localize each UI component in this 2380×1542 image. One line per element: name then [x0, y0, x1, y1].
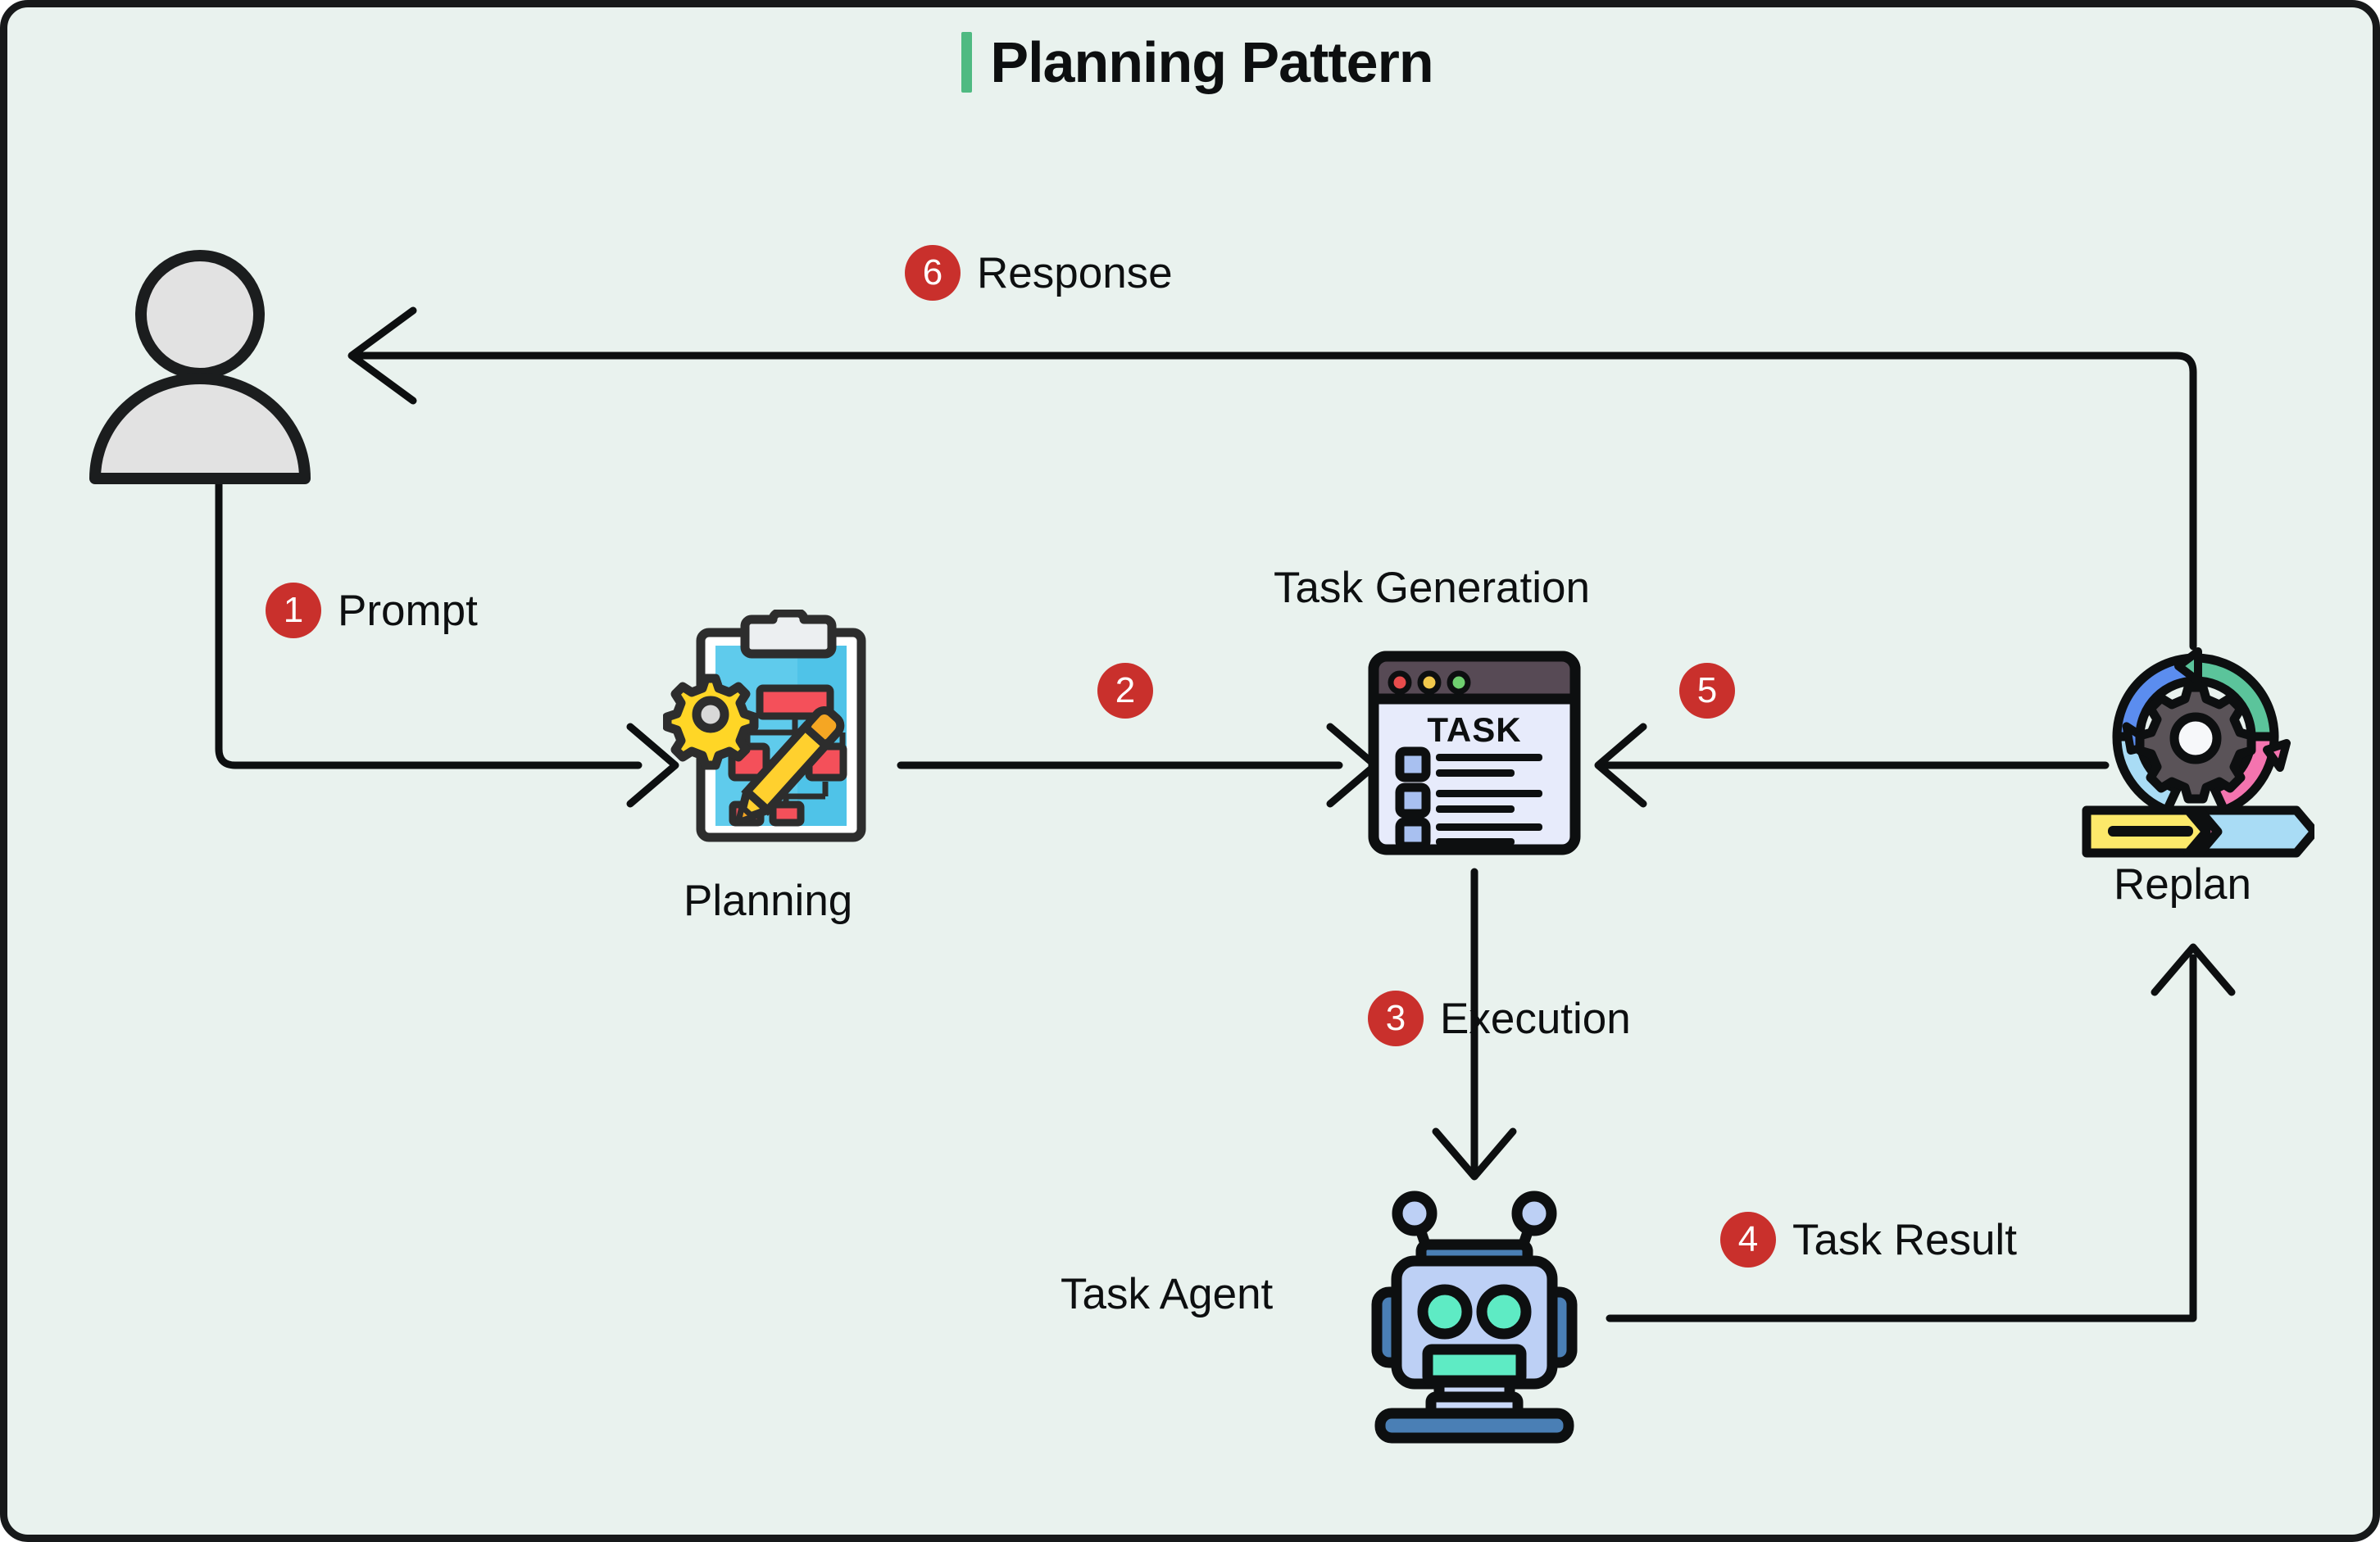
- step-badge-1: 1: [266, 583, 321, 638]
- step-2-task-generation: 2: [1097, 663, 1153, 719]
- step-badge-5: 5: [1679, 663, 1735, 719]
- clipboard-flowchart-gear-pencil-icon: [662, 608, 909, 851]
- arrowhead-execution: [1432, 1127, 1517, 1181]
- svg-text:TASK: TASK: [1427, 710, 1521, 749]
- node-label-task-generation: Task Generation: [1274, 564, 1590, 612]
- arrowhead-replan-to-taskgen: [1594, 723, 1647, 808]
- step-label-response: Response: [977, 248, 1173, 297]
- step-label-task-result: Task Result: [1792, 1215, 2017, 1264]
- connector-task-result: [1606, 954, 2197, 1322]
- title-accent-bar: [961, 32, 973, 93]
- step-3-execution: 3 Execution: [1368, 991, 1631, 1046]
- step-badge-2: 2: [1097, 663, 1153, 719]
- step-6-response: 6 Response: [905, 245, 1173, 301]
- node-label-planning: Planning: [684, 877, 853, 925]
- agile-cycle-gear-icon: [2077, 646, 2319, 864]
- step-badge-6: 6: [905, 245, 961, 301]
- step-badge-4: 4: [1720, 1212, 1776, 1268]
- step-1-prompt: 1 Prompt: [266, 583, 478, 638]
- arrowhead-task-result: [2151, 943, 2236, 996]
- title-label: Planning Pattern: [990, 30, 1433, 94]
- robot-icon: [1364, 1187, 1585, 1454]
- step-4-task-result: 4 Task Result: [1720, 1212, 2017, 1268]
- arrowhead-response: [347, 306, 417, 405]
- user-avatar-icon: [85, 245, 356, 495]
- step-5-replan: 5: [1679, 663, 1735, 719]
- page-title: Planning Pattern: [7, 30, 2373, 94]
- task-browser-window-icon: TASK: [1364, 646, 1585, 864]
- step-label-execution: Execution: [1440, 994, 1631, 1043]
- arrowhead-prompt: [626, 723, 679, 808]
- node-label-task-agent: Task Agent: [1061, 1270, 1274, 1318]
- connector-response: [356, 351, 2197, 651]
- node-label-replan: Replan: [2114, 860, 2251, 909]
- step-label-prompt: Prompt: [338, 586, 478, 635]
- step-badge-3: 3: [1368, 991, 1424, 1046]
- connector-prompt: [215, 478, 643, 769]
